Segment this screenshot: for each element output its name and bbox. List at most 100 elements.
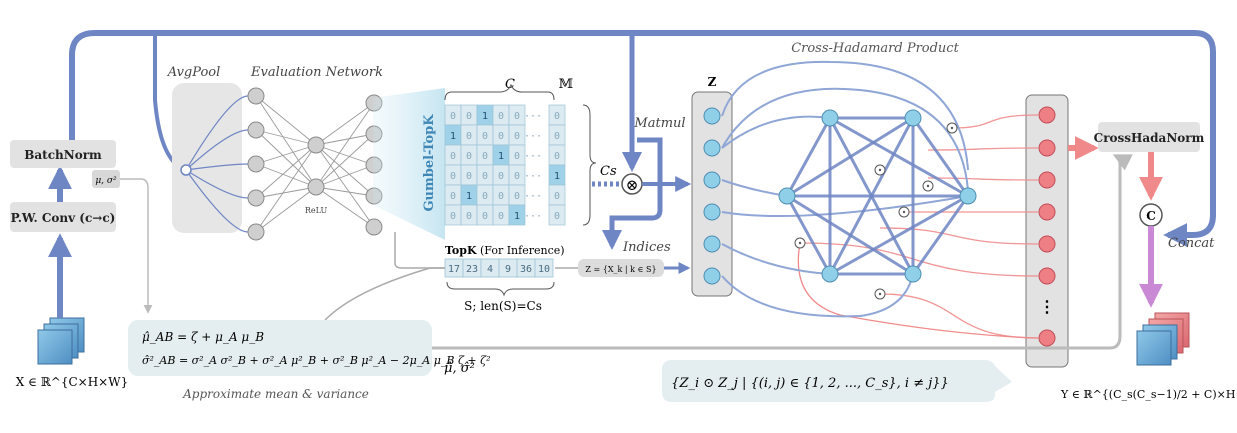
output-edge <box>797 242 1039 339</box>
matrix-cell-value: ··· <box>524 211 542 222</box>
hadamard-nodes <box>703 106 1056 347</box>
matrix-cell-value: 0 <box>466 151 472 162</box>
pwconv-label: P.W. Conv (c→c) <box>11 211 116 225</box>
output-node <box>1038 203 1056 221</box>
output-edge <box>927 177 1039 181</box>
z-node <box>703 171 721 189</box>
graph-edge <box>829 194 969 276</box>
batchnorm-label: BatchNorm <box>24 148 102 162</box>
cs-label: Cs <box>600 164 617 179</box>
graph-edge <box>786 116 914 198</box>
matrix-cell-value: 0 <box>498 111 504 122</box>
output-node <box>1038 171 1056 189</box>
topk-index: 17 <box>448 264 460 275</box>
matrix-cell-value: 0 <box>514 131 520 142</box>
graph-node <box>904 109 922 127</box>
matrix-cell-value: 0 <box>498 191 504 202</box>
matrix-cell-value: ··· <box>524 171 542 182</box>
matrix-cell-value: 0 <box>554 211 560 222</box>
matrix-cell-value: 0 <box>482 171 488 182</box>
topk-input-line <box>394 232 445 269</box>
z-set-label: Z = {X_k | k ∈ S} <box>585 265 656 274</box>
matrix-cell-value: 0 <box>450 171 456 182</box>
graph-edge <box>911 195 970 275</box>
graph-edge <box>786 194 914 276</box>
matrix-cell-value: 0 <box>450 191 456 202</box>
topk-index: 10 <box>538 264 550 275</box>
product-set-label: {Z_i ⊙ Z_j | {(i, j) ∈ {1, 2, ..., C_s},… <box>671 376 949 391</box>
graph-edge <box>911 117 970 197</box>
output-edge <box>927 147 1039 151</box>
avgpool-label: AvgPool <box>167 65 221 80</box>
pwconv-box <box>10 202 116 232</box>
product-callout <box>662 360 1012 402</box>
matrix-cell-value: ··· <box>524 191 542 202</box>
equation-panel <box>128 320 432 376</box>
s-label: S; len(S)=Cs <box>464 299 542 313</box>
mu-hat-sigma-hat: μ̂, σ̂² <box>444 361 475 376</box>
c-brace <box>444 83 555 101</box>
avgpool-panel <box>172 83 242 233</box>
matrix-cell-value: 0 <box>482 151 488 162</box>
indices-label: Indices <box>622 240 671 255</box>
graph-edge <box>785 117 832 197</box>
crosshadanorm-box <box>1098 122 1200 152</box>
topk-to-eq-line <box>324 267 445 321</box>
input-tensor-x <box>37 317 85 365</box>
z-node <box>703 203 721 221</box>
matrix-cell-value: 0 <box>498 131 504 142</box>
stats-return-line <box>432 154 1133 350</box>
matrix-cell-value: 0 <box>450 151 456 162</box>
avgpool-edge <box>185 163 249 171</box>
graph-node <box>821 265 839 283</box>
odot-dot <box>878 168 882 172</box>
topk-index: 9 <box>505 264 511 275</box>
output-edge <box>951 114 1039 129</box>
topk-index: 36 <box>520 264 532 275</box>
cs-brace <box>582 104 597 226</box>
topk-label: TopK (For Inference) <box>445 244 565 257</box>
odot-dot <box>878 292 882 296</box>
crosshadanorm-label: CrossHadaNorm <box>1094 131 1205 145</box>
matrix-cell-value: 1 <box>554 171 560 182</box>
matrix-cell-value: 1 <box>482 111 488 122</box>
s-brace <box>446 281 555 297</box>
matrix-cell-value: 0 <box>554 131 560 142</box>
matrix-cell-value: 0 <box>466 171 472 182</box>
hadamard-operators <box>794 122 958 300</box>
output-edge <box>879 293 1039 339</box>
relu-label: ReLU <box>305 206 328 215</box>
network-node <box>247 223 265 241</box>
skip-connection-line <box>69 30 1216 247</box>
output-node <box>1038 139 1056 157</box>
concat-label: Concat <box>1168 236 1215 251</box>
input-edge <box>721 60 969 171</box>
avgpool-edge <box>185 169 249 233</box>
mean-equation: μ̂_AB = ζ + μ_A μ_B <box>142 330 264 344</box>
output-edges <box>797 114 1039 339</box>
network-node <box>307 178 325 196</box>
network-edge <box>255 129 317 146</box>
hadamard-graph-edges <box>785 116 970 276</box>
network-edge <box>315 133 375 146</box>
matrix-cell-value: 0 <box>450 211 456 222</box>
network-edge <box>315 164 375 188</box>
odot-dot <box>926 184 930 188</box>
variance-equation: σ̂²_AB = σ²_A σ²_B + σ²_A μ²_B + σ²_B μ²… <box>142 354 491 367</box>
matrix-cell <box>508 204 526 226</box>
otimes-symbol: ⊗ <box>626 176 639 194</box>
input-edge <box>721 115 831 149</box>
network-node <box>247 87 265 105</box>
input-edges <box>721 60 969 318</box>
matrix-cell-value: 1 <box>466 191 472 202</box>
network-edge <box>315 144 375 228</box>
matrix-cell-value: 0 <box>498 171 504 182</box>
network-edges <box>185 95 375 233</box>
mu-sigma-line <box>120 178 153 314</box>
x-label: X ∈ ℝ^{C×H×W} <box>16 375 128 389</box>
network-node <box>247 189 265 207</box>
matrix-cell-value: 0 <box>554 111 560 122</box>
matrix-cell-value: 0 <box>498 211 504 222</box>
avgpool-edge <box>185 129 249 171</box>
